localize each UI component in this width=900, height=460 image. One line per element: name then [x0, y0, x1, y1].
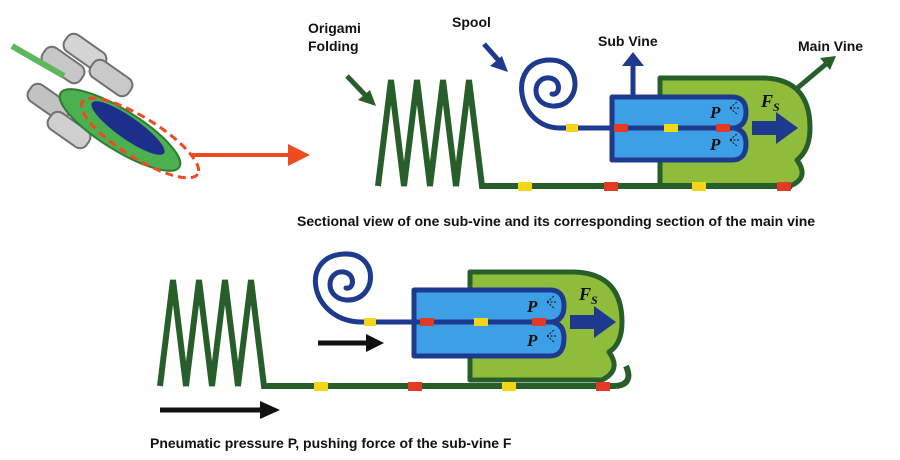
spool-label: Spool [452, 14, 491, 30]
robot-cylinder [88, 58, 134, 98]
marker-yellow [364, 318, 376, 326]
main-vine-motion-arrowhead [260, 401, 280, 419]
main-vine-label: Main Vine [798, 38, 863, 54]
robot-highlight-outline [79, 96, 201, 180]
robot-illustration [10, 32, 201, 180]
robot-green-rod [10, 43, 66, 79]
marker-red [604, 182, 618, 191]
spool-pointer-arrowhead [490, 56, 508, 72]
force-arrow-head-bottom [594, 306, 616, 338]
spool-pointer-arrow [482, 42, 502, 64]
marker-red [777, 182, 791, 191]
marker-red [420, 318, 434, 326]
pressure-arrows-icon [546, 294, 556, 344]
pressure-label: P [526, 297, 538, 316]
force-arrow-shaft-bottom [570, 315, 594, 329]
spool-spiral-top [519, 57, 578, 131]
marker-red [596, 382, 610, 391]
force-label: FS [760, 91, 780, 114]
origami-folding-zigzag-top [375, 79, 488, 189]
pressure-label: P [709, 135, 721, 154]
spool-spiral-bottom [313, 251, 373, 325]
marker-yellow [474, 318, 488, 326]
marker-yellow [664, 124, 678, 132]
marker-yellow [692, 182, 706, 191]
marker-red [614, 124, 628, 132]
force-label: FS [578, 284, 598, 307]
pressure-arrows-icon [729, 100, 739, 148]
marker-red [716, 124, 730, 132]
sub-vine-label: Sub Vine [598, 33, 658, 49]
origami-folding-zigzag-bottom [157, 279, 270, 389]
main-vine-direction-arrow [793, 62, 828, 92]
marker-yellow [566, 124, 578, 132]
force-arrow-head-top [776, 112, 798, 144]
sub-vine-up-arrowhead [622, 52, 644, 66]
force-arrow-shaft-top [752, 121, 776, 135]
bottom-caption: Pneumatic pressure P, pushing force of t… [150, 435, 512, 451]
origami-label: Origami [308, 20, 361, 36]
origami-label: Folding [308, 38, 359, 54]
main-vine-direction-arrowhead [820, 56, 836, 70]
robot-pointer-arrowhead [288, 144, 310, 166]
marker-yellow [314, 382, 328, 391]
robot-cylinder [46, 110, 92, 150]
marker-yellow [518, 182, 532, 191]
robot-blue-core [91, 101, 165, 155]
main-vine-tube-curl-bottom [615, 364, 632, 389]
origami-pointer-arrowhead [358, 90, 376, 106]
origami-pointer-arrow [345, 74, 370, 100]
marker-red [532, 318, 546, 326]
marker-red [408, 382, 422, 391]
sub-vine-motion-arrowhead [366, 334, 384, 352]
pressure-label: P [526, 331, 538, 350]
marker-yellow [502, 382, 516, 391]
pressure-label: P [709, 103, 721, 122]
top-caption: Sectional view of one sub-vine and its c… [297, 213, 815, 229]
